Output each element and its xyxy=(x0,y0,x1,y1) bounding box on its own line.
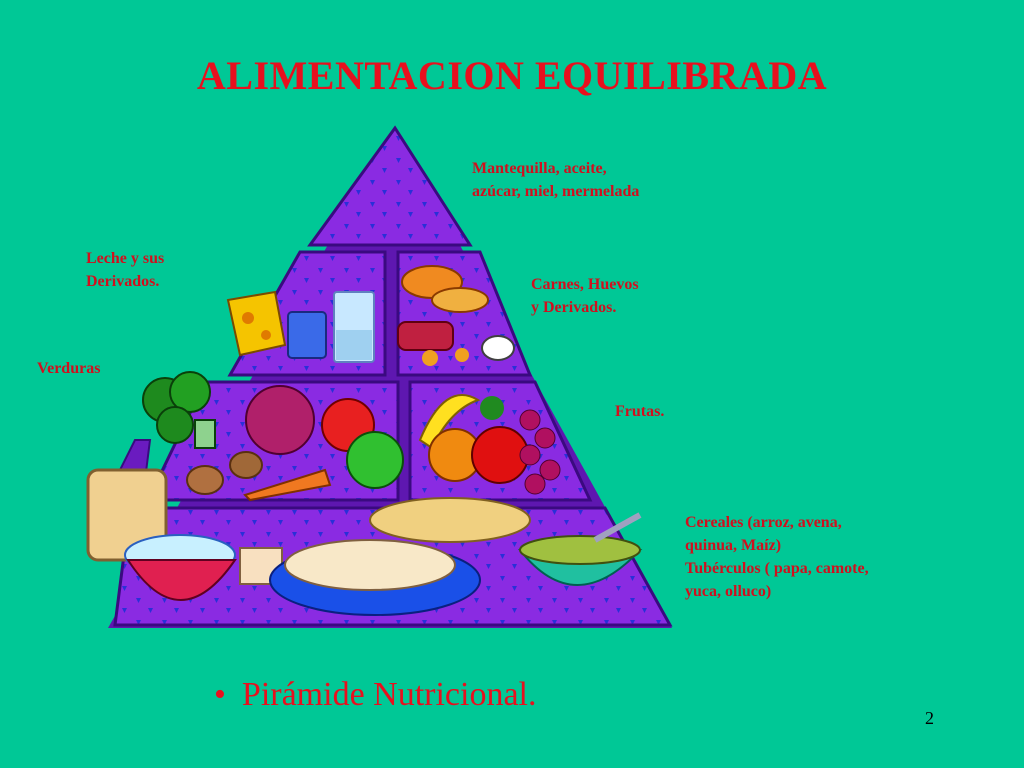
label-dairy: Leche y sus Derivados. xyxy=(86,247,164,293)
meat-foods xyxy=(397,265,515,366)
label-line: Cereales (arroz, avena, xyxy=(685,514,842,531)
label-line: yuca, olluco) xyxy=(685,583,772,600)
bullet-item: • Pirámide Nutricional. xyxy=(214,676,537,714)
slide-title: ALIMENTACION EQUILIBRADA xyxy=(196,53,828,98)
vegetable-foods xyxy=(142,371,404,502)
label-vegetables: Verduras xyxy=(37,360,101,377)
label-fruits: Frutas. xyxy=(615,403,665,420)
bullet-text: Pirámide Nutricional. xyxy=(241,676,537,713)
label-line: y Derivados. xyxy=(531,299,617,316)
label-line: Leche y sus xyxy=(86,250,165,267)
label-line: Carnes, Huevos xyxy=(531,276,639,293)
label-line: Tubérculos ( papa, camote, xyxy=(685,560,869,577)
cereal-foods xyxy=(86,468,643,616)
bullet-dot-icon: • xyxy=(214,676,226,713)
page-number: 2 xyxy=(925,708,934,728)
dairy-foods xyxy=(226,290,375,363)
label-line: Derivados. xyxy=(86,273,160,290)
label-line: Mantequilla, aceite, xyxy=(472,160,607,177)
fruit-foods xyxy=(418,394,561,495)
label-cereals: Cereales (arroz, avena, quinua, Maíz) Tu… xyxy=(685,511,869,603)
label-fats-sugars: Mantequilla, aceite, azúcar, miel, merme… xyxy=(472,157,639,203)
label-line: quinua, Maíz) xyxy=(685,537,782,554)
label-meat: Carnes, Huevos y Derivados. xyxy=(531,273,639,319)
label-line: azúcar, miel, mermelada xyxy=(472,183,640,200)
